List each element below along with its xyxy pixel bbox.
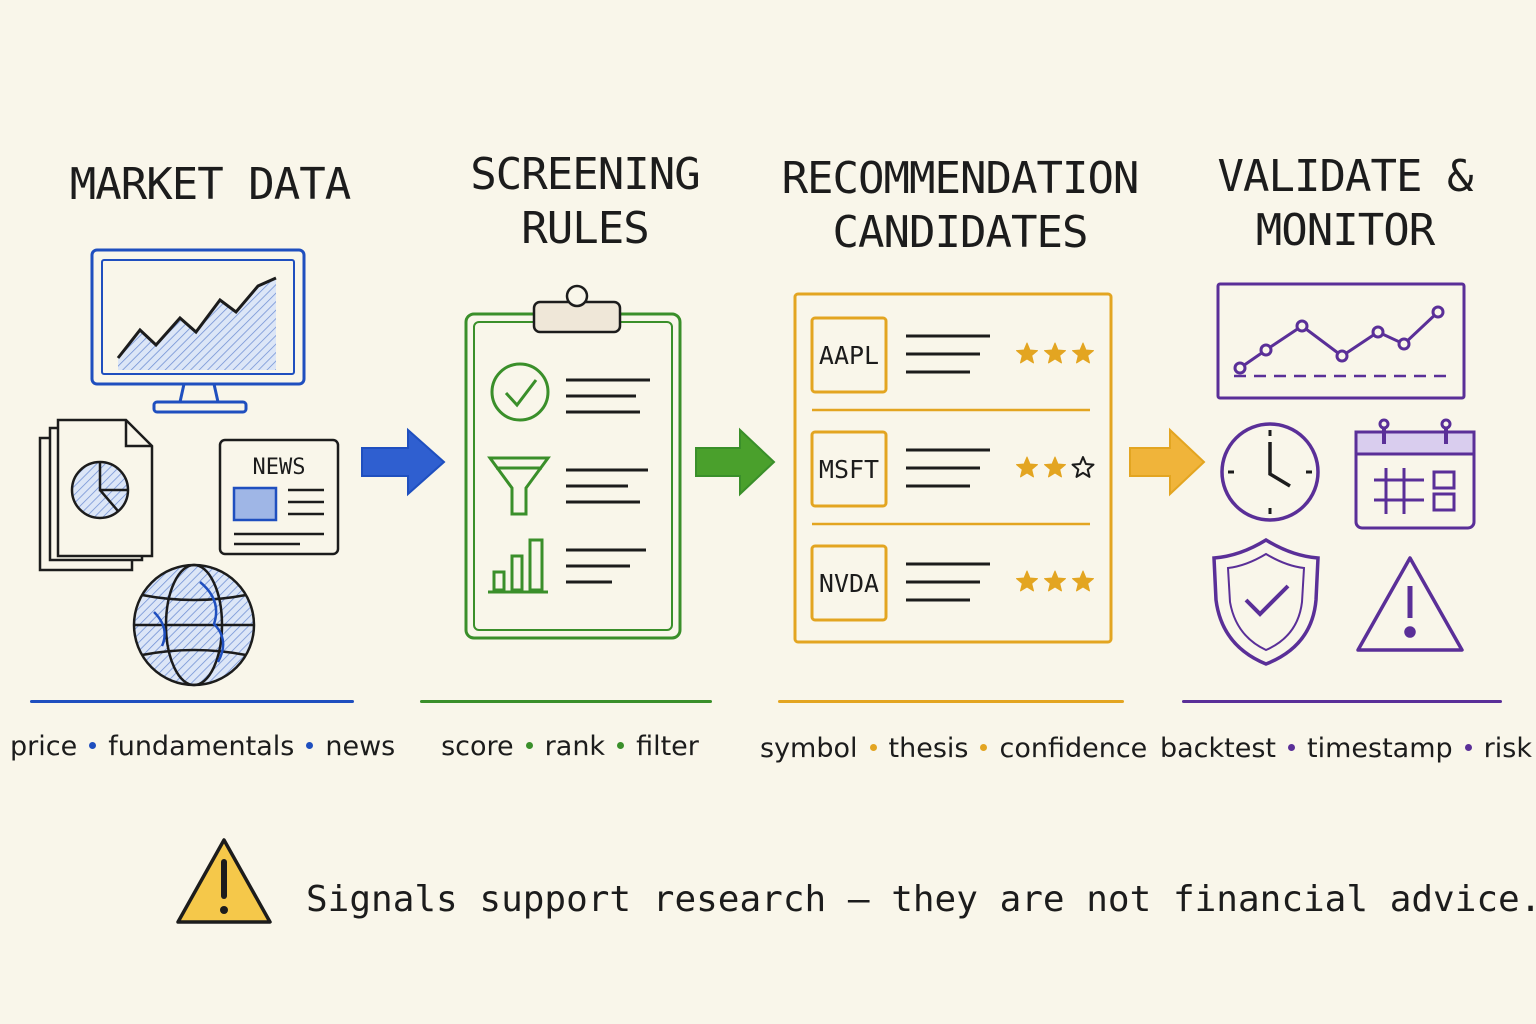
tag-confidence: confidence <box>999 733 1148 764</box>
funnel-icon <box>487 456 551 516</box>
star-filled-icon <box>1072 342 1094 364</box>
check-circle-icon <box>490 362 550 422</box>
stage3-tags: symbol thesis confidence <box>760 732 1147 766</box>
tag-timestamp: timestamp <box>1307 733 1453 764</box>
rule-lines-1 <box>566 378 650 414</box>
star-filled-icon <box>1016 342 1038 364</box>
tag-thesis: thesis <box>888 733 969 764</box>
tag-fundamentals: fundamentals <box>108 731 295 762</box>
calendar-icon <box>1354 418 1476 530</box>
candidate-symbol: NVDA <box>819 569 879 598</box>
stage3-rule <box>778 700 1124 703</box>
stage2-title-line1: SCREENING <box>470 149 700 200</box>
stage3-title-line2: CANDIDATES <box>832 207 1089 258</box>
disclaimer-warning-icon <box>176 838 272 924</box>
stage2-title-line2: RULES <box>521 203 649 254</box>
star-filled-icon <box>1016 570 1038 592</box>
monitor-chart-icon <box>90 248 306 414</box>
star-filled-icon <box>1016 456 1038 478</box>
stage3-title-line1: RECOMMENDATION <box>781 153 1140 204</box>
symbol-box <box>810 316 888 394</box>
document-pie-icon <box>38 418 154 572</box>
stage1-title-line1: MARKET DATA <box>69 159 351 210</box>
tag-risk: risk <box>1483 733 1532 764</box>
disclaimer-text: Signals support research — they are not … <box>306 879 1536 920</box>
tag-news: news <box>325 731 396 762</box>
stage2-title: SCREENING RULES <box>400 148 770 256</box>
star-filled-icon <box>1044 456 1066 478</box>
tag-filter: filter <box>636 731 699 762</box>
stage2-tags: score rank filter <box>400 730 740 764</box>
stage4-title-line2: MONITOR <box>1255 205 1435 256</box>
arrow-2-icon <box>695 427 776 497</box>
tag-symbol: symbol <box>760 733 858 764</box>
candidate-row: MSFT <box>810 430 1095 508</box>
globe-icon <box>132 563 256 687</box>
arrow-1-icon <box>361 427 446 497</box>
star-filled-icon <box>1044 570 1066 592</box>
candidate-row: AAPL <box>810 316 1094 394</box>
clock-icon <box>1220 422 1320 522</box>
candidate-symbol: AAPL <box>819 341 879 370</box>
stage4-title: VALIDATE & MONITOR <box>1160 150 1530 258</box>
newspaper-icon: NEWS <box>218 438 340 556</box>
symbol-box <box>810 544 888 622</box>
rule-lines-2 <box>566 468 648 504</box>
tag-price: price <box>10 731 78 762</box>
rule-lines-3 <box>566 548 646 584</box>
symbol-box <box>810 430 888 508</box>
star-filled-icon <box>1072 570 1094 592</box>
stage4-tags: backtest timestamp risk <box>1160 732 1532 766</box>
line-chart-icon <box>1216 282 1466 400</box>
star-empty-icon <box>1071 456 1095 478</box>
tag-rank: rank <box>544 731 606 762</box>
star-filled-icon <box>1044 342 1066 364</box>
stage1-rule <box>30 700 354 703</box>
stage1-tags: price fundamentals news <box>10 730 395 764</box>
warning-icon <box>1356 556 1464 652</box>
stage4-rule <box>1182 700 1502 703</box>
clipboard-icon <box>464 284 682 640</box>
arrow-3-icon <box>1129 427 1206 497</box>
stage3-title: RECOMMENDATION CANDIDATES <box>760 152 1160 260</box>
tag-backtest: backtest <box>1160 733 1277 764</box>
candidates-panel <box>793 292 1113 644</box>
shield-check-icon <box>1212 537 1320 666</box>
stage2-rule <box>420 700 712 703</box>
stage1-title: MARKET DATA <box>30 158 390 212</box>
tag-score: score <box>441 731 514 762</box>
candidate-row: NVDA <box>810 544 1094 622</box>
candidate-symbol: MSFT <box>819 455 879 484</box>
stage4-title-line1: VALIDATE & <box>1217 151 1474 202</box>
newspaper-label: NEWS <box>253 455 306 480</box>
bar-chart-icon <box>488 538 548 594</box>
